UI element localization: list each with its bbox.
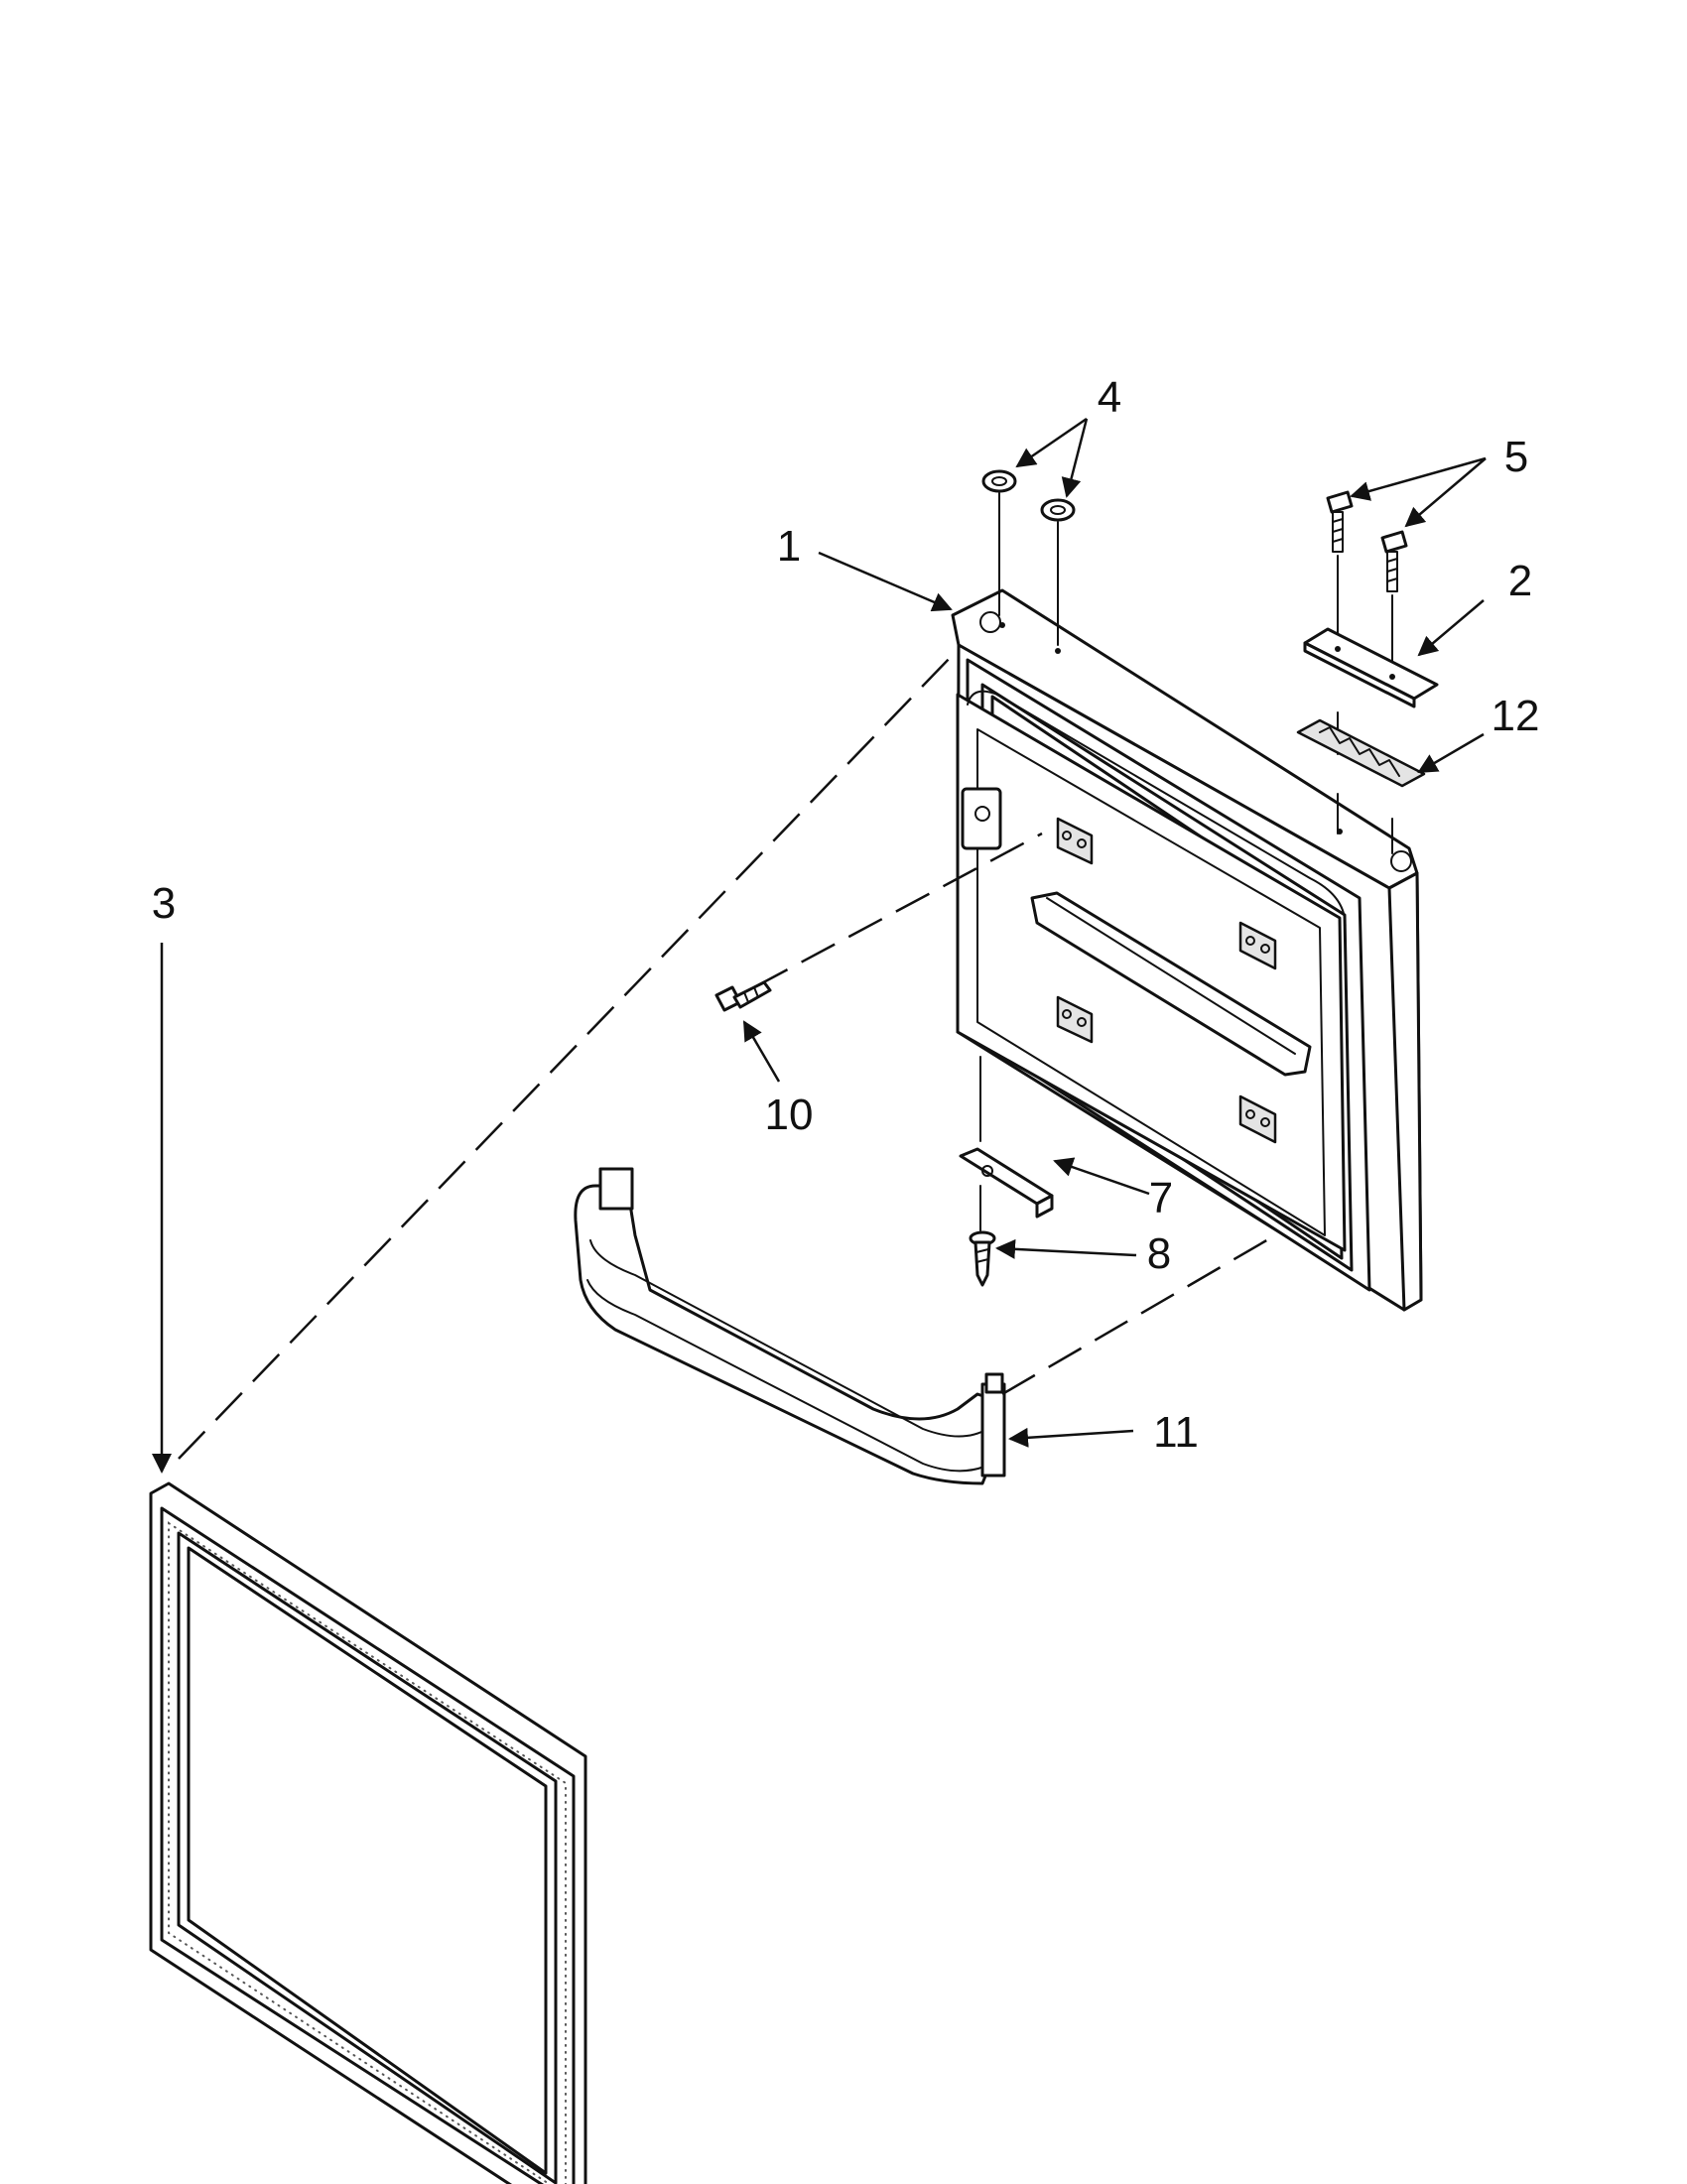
screw-part-10: [714, 980, 772, 1012]
bin-support-pads: [1056, 817, 1277, 1144]
assembly-guide-lines: [178, 654, 1276, 1460]
callout-12: 12: [1492, 692, 1540, 740]
callout-5: 5: [1504, 433, 1528, 481]
callout-8: 8: [1147, 1229, 1171, 1278]
door-bin-part-11: [574, 1167, 1006, 1485]
callout-2: 2: [1508, 557, 1532, 605]
callout-11: 11: [1153, 1408, 1199, 1457]
callout-labels: 1 2 3 4 5 7 8 10 11 12: [152, 373, 1540, 1457]
callout-7: 7: [1149, 1174, 1173, 1222]
door-bracket-part-7: [959, 1056, 1054, 1231]
callout-1: 1: [777, 522, 801, 571]
callout-10: 10: [765, 1091, 814, 1139]
door-gasket-part-3: [149, 1481, 587, 2184]
callout-4: 4: [1098, 373, 1121, 422]
callout-leaders: [152, 417, 1487, 1474]
screw-part-8: [969, 1230, 996, 1287]
callout-3: 3: [152, 879, 176, 928]
door-plugs-part-4: [981, 469, 1076, 646]
freezer-door-part-1: [951, 588, 1423, 1312]
hinge-shim-part-12: [1296, 718, 1426, 854]
hinge-screws-part-5: [1326, 490, 1408, 666]
